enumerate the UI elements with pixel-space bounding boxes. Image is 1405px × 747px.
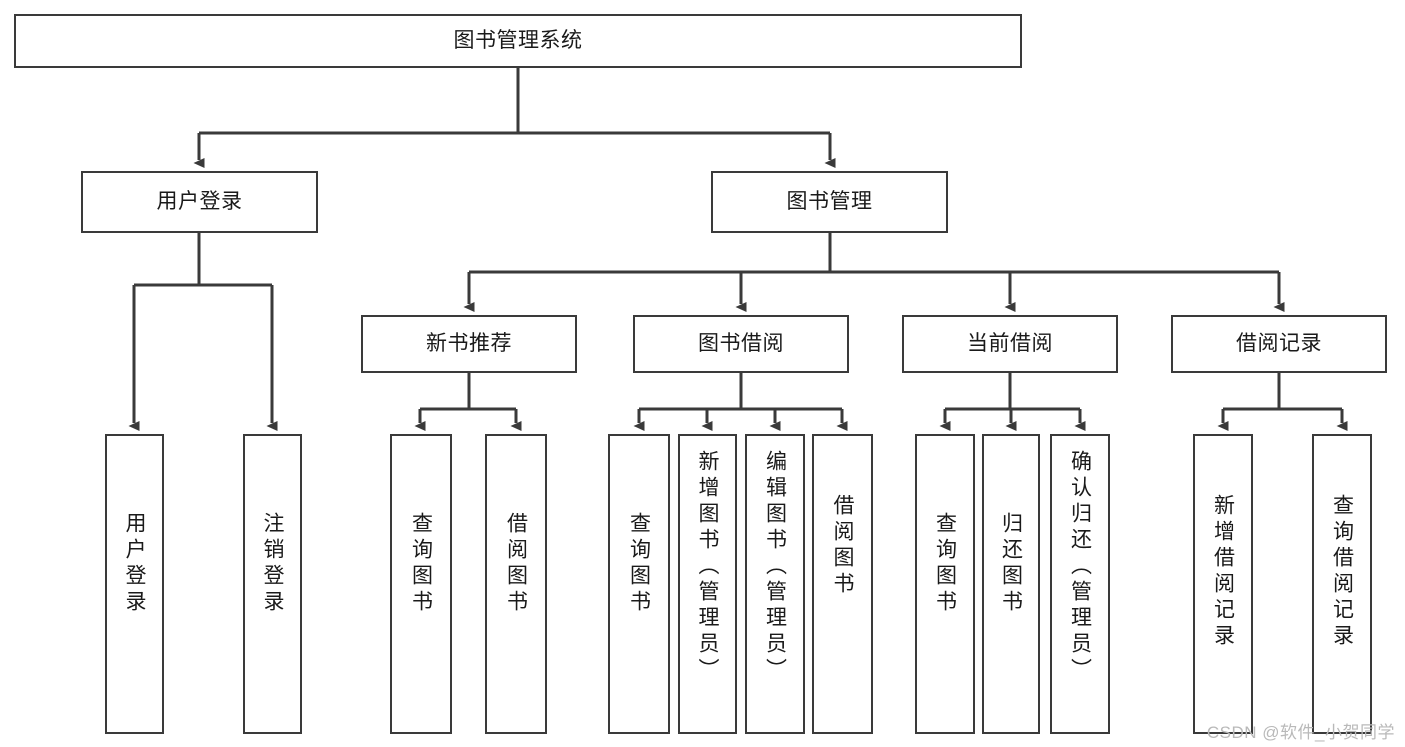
node-label: 借阅图书	[831, 494, 854, 598]
node-label: 注销登录	[261, 512, 284, 616]
node-leaf-user-login[interactable]: 用户登录	[105, 434, 164, 734]
node-book-management-system[interactable]: 图书管理系统	[14, 14, 1022, 68]
node-label: 用户登录	[156, 189, 243, 213]
node-leaf-add-borrow-record[interactable]: 新增借阅记录	[1193, 434, 1253, 734]
node-leaf-query-book-1[interactable]: 查询图书	[390, 434, 452, 734]
node-book-borrow[interactable]: 图书借阅	[633, 315, 849, 373]
node-label: 新增图书（管理员）	[696, 450, 719, 684]
node-leaf-query-borrow-record[interactable]: 查询借阅记录	[1312, 434, 1372, 734]
node-label: 查询图书	[933, 512, 957, 616]
node-label: 图书管理	[786, 189, 873, 213]
node-label: 当前借阅	[967, 331, 1053, 355]
node-label: 借阅图书	[504, 512, 528, 616]
node-label: 新书推荐	[426, 331, 512, 355]
node-label: 归还图书	[999, 512, 1023, 616]
node-leaf-borrow-book-1[interactable]: 借阅图书	[485, 434, 547, 734]
node-leaf-user-logout[interactable]: 注销登录	[243, 434, 302, 734]
node-leaf-edit-book[interactable]: 编辑图书（管理员）	[745, 434, 805, 734]
node-label: 查询借阅记录	[1330, 494, 1354, 650]
node-leaf-return-book[interactable]: 归还图书	[982, 434, 1040, 734]
node-label: 图书借阅	[698, 331, 784, 355]
node-label: 新增借阅记录	[1211, 494, 1235, 650]
node-leaf-add-book[interactable]: 新增图书（管理员）	[678, 434, 737, 734]
node-label: 确认归还（管理员）	[1068, 450, 1092, 684]
node-borrow-record[interactable]: 借阅记录	[1171, 315, 1387, 373]
node-label: 查询图书	[409, 512, 433, 616]
node-label: 图书管理系统	[453, 28, 583, 52]
node-label: 借阅记录	[1236, 331, 1322, 355]
node-leaf-confirm-return[interactable]: 确认归还（管理员）	[1050, 434, 1110, 734]
node-leaf-query-book-2[interactable]: 查询图书	[608, 434, 670, 734]
node-label: 编辑图书（管理员）	[763, 450, 787, 684]
node-leaf-borrow-book-2[interactable]: 借阅图书	[812, 434, 873, 734]
node-label: 用户登录	[123, 512, 146, 616]
node-user-login[interactable]: 用户登录	[81, 171, 318, 233]
node-leaf-query-book-3[interactable]: 查询图书	[915, 434, 975, 734]
node-book-manage[interactable]: 图书管理	[711, 171, 948, 233]
node-current-borrow[interactable]: 当前借阅	[902, 315, 1118, 373]
node-label: 查询图书	[627, 512, 651, 616]
node-new-book-recommend[interactable]: 新书推荐	[361, 315, 577, 373]
